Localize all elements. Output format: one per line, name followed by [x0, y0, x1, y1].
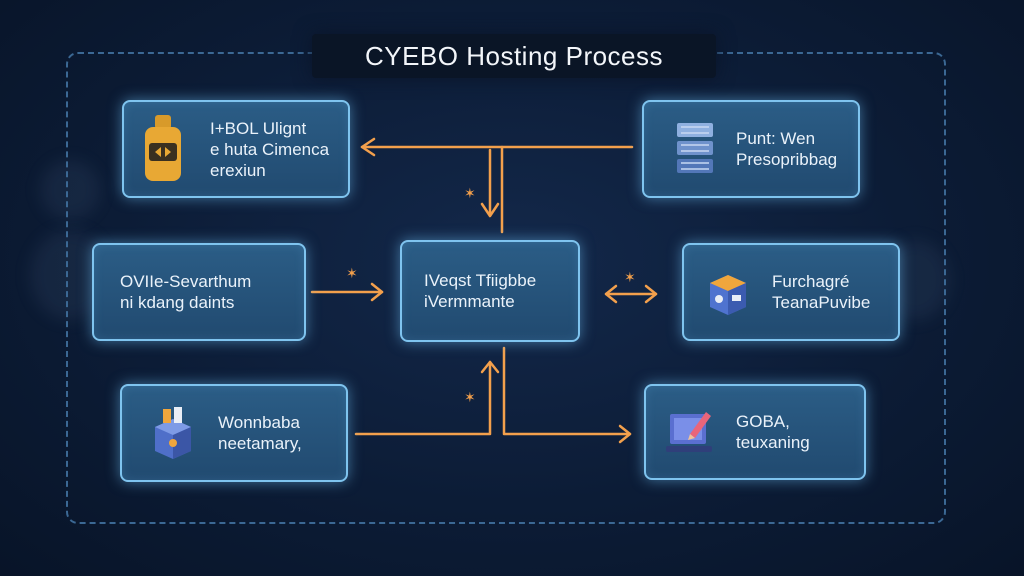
- diagram-title: CYEBO Hosting Process: [364, 40, 664, 71]
- step-top-right-line2: Presopribbag: [736, 150, 838, 169]
- step-center-line2: iVermmante: [424, 292, 515, 311]
- bottle-icon: [138, 111, 188, 187]
- spark-mark: ✶: [624, 269, 636, 285]
- shipping-box-icon: [704, 264, 752, 320]
- step-mid-left-line2: ni kdang daints: [120, 293, 235, 312]
- step-top-left-line2: e huta Cimenca: [210, 139, 330, 159]
- step-bottom-left-line2: neetamary,: [218, 434, 302, 453]
- step-center-line1: IVeqst Tfiigbbe: [424, 271, 537, 290]
- step-mid-right-line1: Furchagré: [772, 272, 850, 291]
- step-top-left-line1: I+BOL Ulignt: [210, 118, 307, 138]
- package-box-icon: [148, 403, 198, 463]
- step-mid-right-line2: TeanaPuvibe: [772, 293, 871, 312]
- step-bottom-left-line1: Wonnbaba: [218, 413, 300, 432]
- spark-mark: ✶: [464, 389, 476, 405]
- laptop-pen-icon: [664, 402, 716, 462]
- title-plate: CYEBO Hosting Process: [312, 34, 716, 78]
- step-bottom-right-line2: teuxaning: [736, 433, 810, 452]
- spark-mark: ✶: [464, 185, 476, 201]
- step-box-mid-right: Furchagré TeanaPuvibe: [682, 243, 900, 341]
- step-box-mid-left: OVIIe-Sevarthum ni kdang daints: [92, 243, 306, 341]
- step-box-top-right: Punt: Wen Presopribbag: [642, 100, 860, 198]
- server-stack-icon: [672, 118, 718, 180]
- spark-mark: ✶: [346, 265, 358, 281]
- step-mid-left-line1: OVIIe-Sevarthum: [120, 272, 252, 291]
- step-box-center: IVeqst Tfiigbbe iVermmante: [400, 240, 580, 342]
- step-top-right-line1: Punt: Wen: [736, 129, 816, 148]
- background-glow: [40, 160, 100, 220]
- step-box-bottom-right: GOBA, teuxaning: [644, 384, 866, 480]
- step-bottom-right-line1: GOBA,: [736, 412, 790, 431]
- step-box-bottom-left: Wonnbaba neetamary,: [120, 384, 348, 482]
- step-top-left-line3: erexiun: [210, 160, 266, 180]
- step-box-top-left: I+BOL Ulignt e huta Cimenca erexiun: [122, 100, 350, 198]
